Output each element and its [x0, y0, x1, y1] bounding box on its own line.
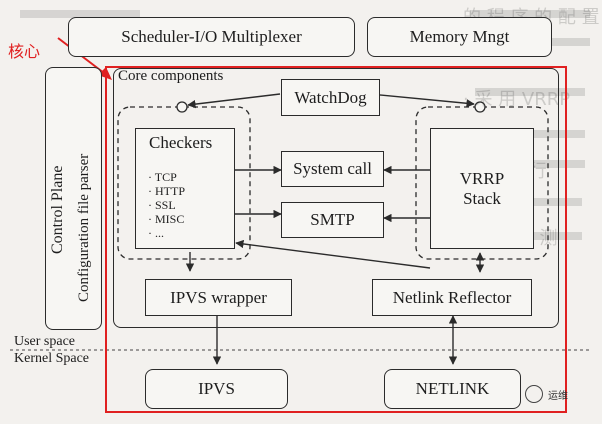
- stack-label: Stack: [463, 188, 501, 208]
- scheduler-box: Scheduler-I/O Multiplexer: [68, 17, 355, 57]
- control-plane-title: Control Plane: [49, 165, 66, 254]
- ipvs-wrapper-box: IPVS wrapper: [145, 279, 292, 316]
- checker-item: · HTTP: [148, 184, 185, 198]
- checker-list: · TCP · HTTP · SSL · MISC · ...: [148, 170, 185, 240]
- kernel-space-label: Kernel Space: [14, 351, 90, 366]
- ipvs-kernel-label: IPVS: [198, 379, 235, 398]
- netlink-reflector-box: Netlink Reflector: [372, 279, 532, 316]
- core-components-box: [113, 68, 559, 328]
- watchdog-box: WatchDog: [281, 79, 380, 116]
- memory-management-box: Memory Mngt: [367, 17, 552, 57]
- center-arrows: [235, 165, 430, 223]
- user-space-label: User space: [14, 334, 76, 349]
- watchdog-connections: [176, 93, 486, 113]
- watchdog-label: WatchDog: [294, 87, 367, 107]
- memory-management-label: Memory Mngt: [409, 27, 510, 46]
- netlink-reflector-label: Netlink Reflector: [392, 287, 512, 307]
- checker-item: · SSL: [148, 198, 176, 212]
- checkers-label: Checkers: [149, 133, 213, 152]
- vrrp-label: VRRP: [459, 168, 505, 188]
- netlink-kernel-box: NETLINK: [384, 369, 521, 409]
- system-call-label: System call: [293, 159, 372, 178]
- core-components-title: Core components: [118, 68, 224, 84]
- ipvs-wrapper-label: IPVS wrapper: [170, 287, 267, 307]
- core-highlight-box: [105, 66, 567, 413]
- ipvs-kernel-box: IPVS: [145, 369, 288, 409]
- lower-arrows: [185, 239, 485, 365]
- system-call-box: System call: [281, 151, 384, 187]
- checker-item: · MISC: [148, 212, 185, 226]
- configuration-parser-label: Configuration file parser: [76, 153, 92, 302]
- vrrp-stack-box: VRRP Stack: [430, 128, 534, 249]
- annotation-label: 核心: [8, 42, 41, 61]
- watermark-icon: [525, 385, 543, 403]
- scheduler-label: Scheduler-I/O Multiplexer: [121, 27, 302, 46]
- checker-item: · TCP: [148, 170, 177, 184]
- checker-item: · ...: [148, 226, 164, 240]
- checkers-box: [135, 128, 235, 249]
- watermark-text: 运维: [548, 391, 568, 402]
- netlink-kernel-label: NETLINK: [415, 379, 490, 398]
- control-plane-box: [45, 67, 102, 330]
- smtp-box: SMTP: [281, 202, 384, 238]
- smtp-label: SMTP: [310, 210, 355, 229]
